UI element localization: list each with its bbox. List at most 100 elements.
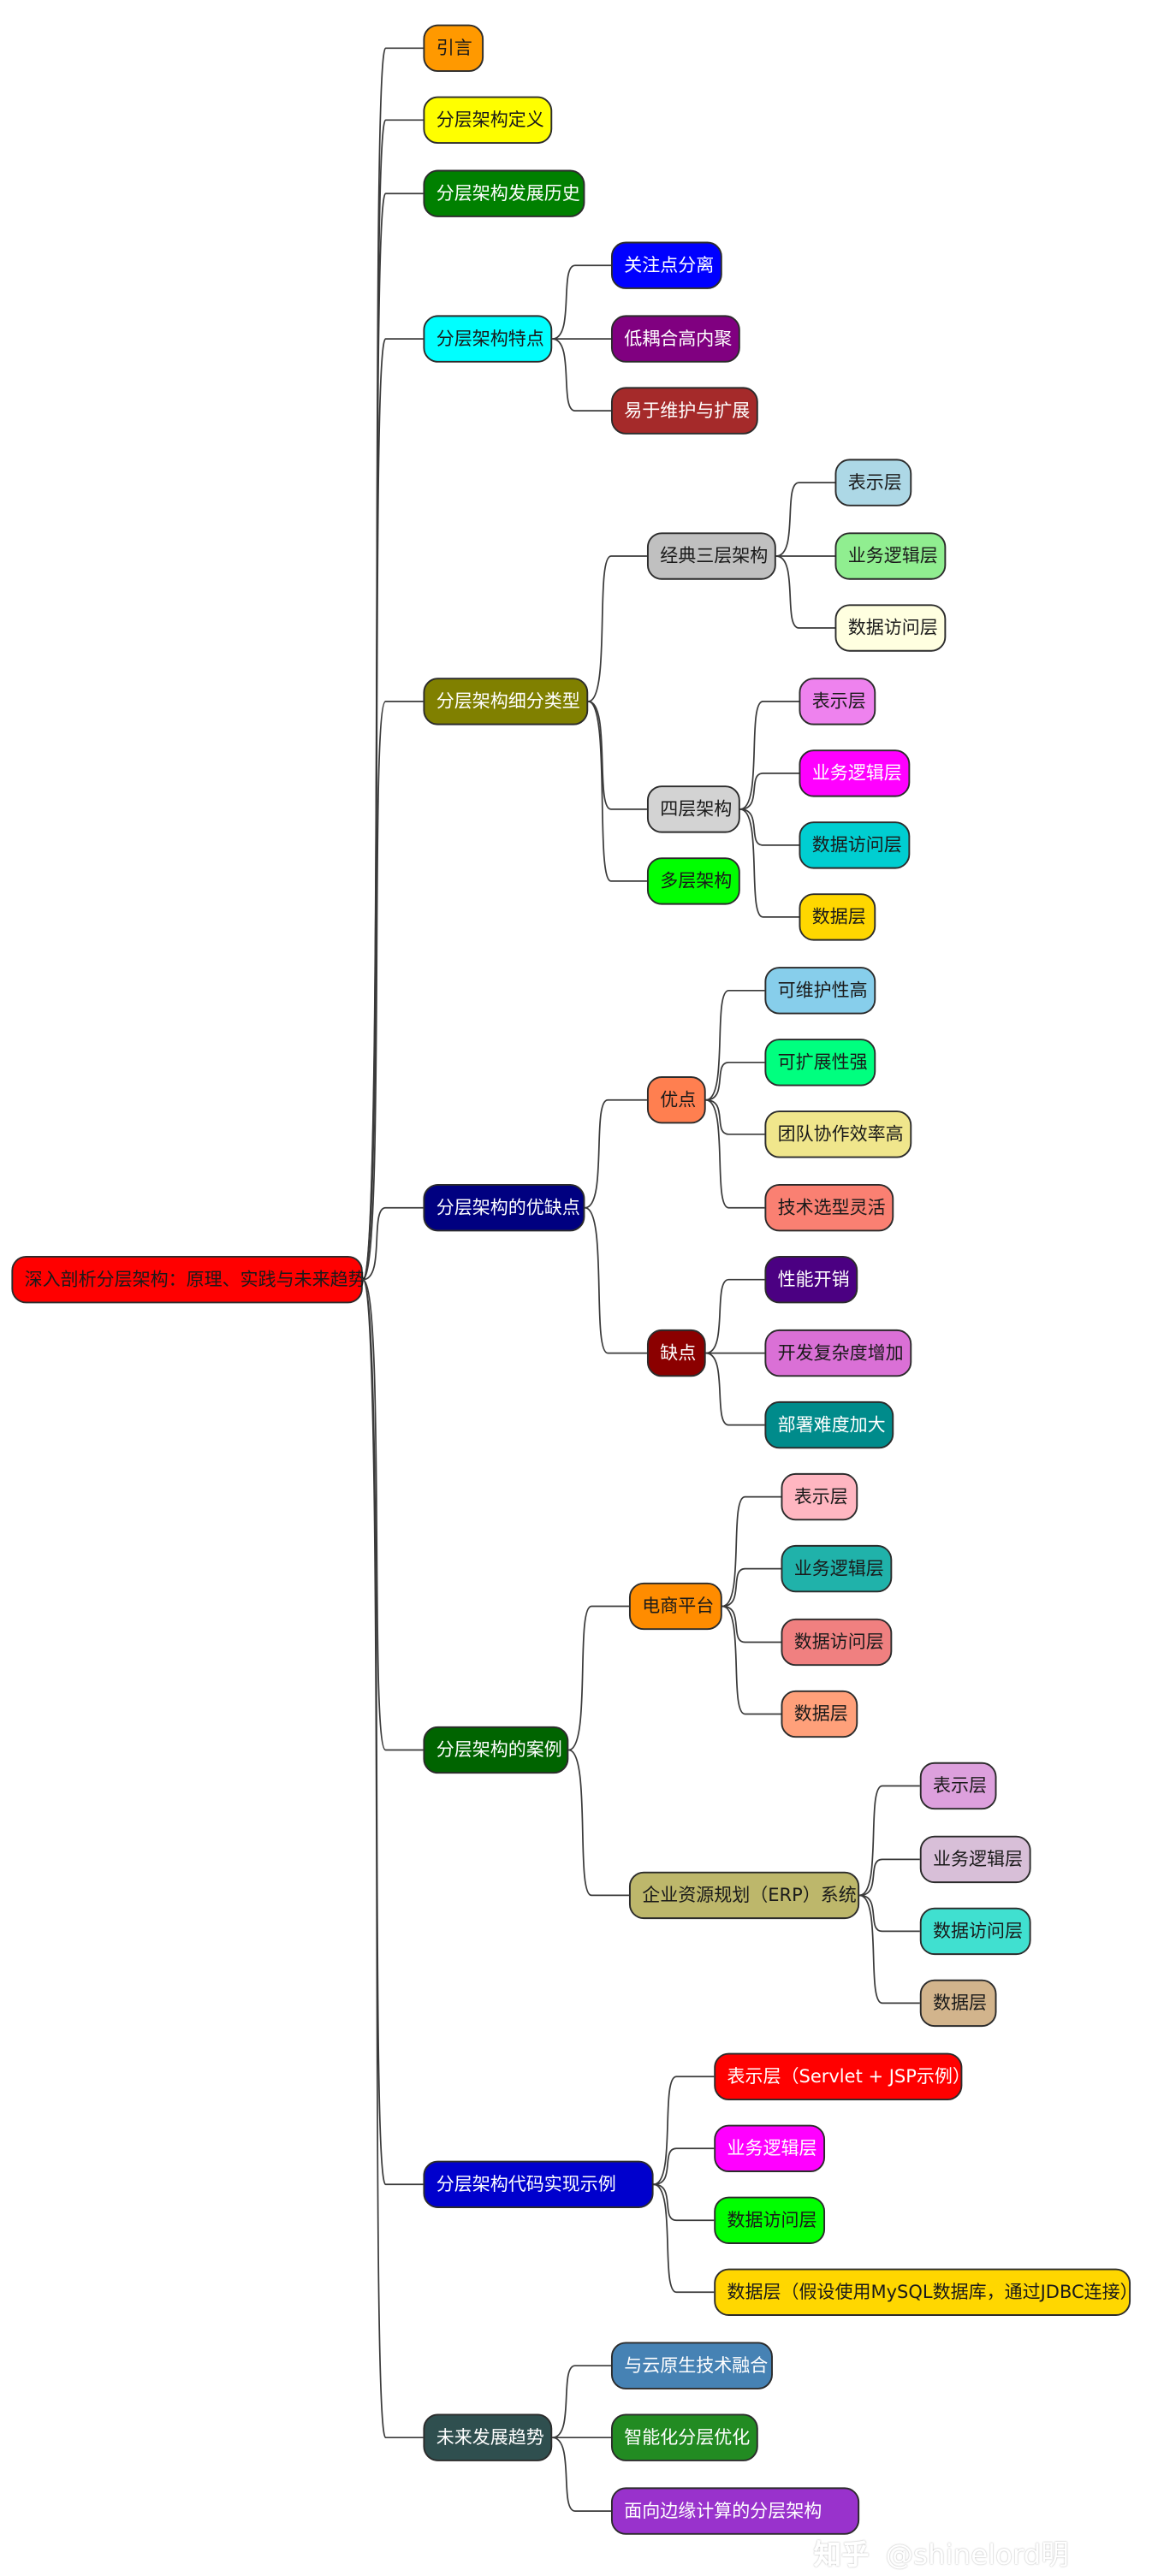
leaf-label: 数据层 (933, 1992, 988, 2014)
leaf-data-layer[interactable]: 数据层 (781, 1690, 858, 1738)
node-label: 优点 (660, 1089, 697, 1111)
connector-line (739, 808, 799, 918)
branch-label: 分层架构的优缺点 (436, 1197, 580, 1219)
node-maintainable[interactable]: 易于维护与扩展 (610, 387, 758, 435)
leaf-data-access[interactable]: 数据访问层 (834, 604, 947, 652)
node-edge-computing[interactable]: 面向边缘计算的分层架构 (610, 2487, 860, 2535)
connector-line (721, 1495, 781, 1608)
node-label: 电商平台 (642, 1596, 715, 1617)
leaf-label: 数据访问层 (793, 1631, 884, 1653)
branch-future[interactable]: 未来发展趋势 (423, 2413, 553, 2461)
node-label: 表示层（Servlet + JSP示例） (727, 2065, 971, 2087)
node-label: 关注点分离 (624, 254, 715, 276)
leaf-dev-complexity[interactable]: 开发复杂度增加 (764, 1329, 912, 1377)
leaf-presentation[interactable]: 表示层 (781, 1472, 858, 1521)
node-code-business[interactable]: 业务逻辑层 (714, 2124, 826, 2172)
connector-line (362, 1278, 424, 2186)
leaf-business-logic[interactable]: 业务逻辑层 (781, 1544, 893, 1593)
node-label: 低耦合高内聚 (624, 328, 733, 350)
node-erp[interactable]: 企业资源规划（ERP）系统 (628, 1871, 860, 1920)
node-label: 与云原生技术融合 (624, 2354, 769, 2377)
connector-line (362, 192, 424, 1281)
node-intelligent[interactable]: 智能化分层优化 (610, 2413, 758, 2461)
branch-label: 分层架构特点 (436, 328, 544, 350)
leaf-label: 数据层 (811, 906, 866, 928)
connector-line (739, 773, 799, 810)
leaf-data-layer[interactable]: 数据层 (799, 893, 876, 941)
node-label: 企业资源规划（ERP）系统 (642, 1884, 857, 1906)
leaf-label: 数据访问层 (847, 617, 938, 639)
node-code-data-layer[interactable]: 数据层（假设使用MySQL数据库，通过JDBC连接） (714, 2268, 1138, 2316)
connector-line (775, 555, 835, 629)
root-label: 深入剖析分层架构：原理、实践与未来趋势 (24, 1269, 366, 1291)
leaf-presentation[interactable]: 表示层 (799, 678, 876, 725)
branch-label: 分层架构细分类型 (436, 690, 580, 713)
node-cons[interactable]: 缺点 (646, 1329, 706, 1377)
node-four-tier[interactable]: 四层架构 (646, 785, 740, 833)
connector-line (653, 2076, 715, 2186)
leaf-label: 数据访问层 (933, 1920, 1024, 1942)
connector-line (705, 1099, 765, 1209)
branch-label: 未来发展趋势 (436, 2426, 544, 2449)
branch-label: 分层架构发展历史 (436, 182, 580, 204)
leaf-label: 团队协作效率高 (777, 1123, 904, 1146)
leaf-label: 业务逻辑层 (847, 545, 938, 567)
leaf-label: 表示层 (793, 1486, 848, 1508)
watermark-author: @shinelord明 (885, 2539, 1069, 2573)
leaf-high-scalability[interactable]: 可扩展性强 (764, 1039, 876, 1087)
branch-code-example[interactable]: 分层架构代码实现示例 (423, 2160, 654, 2208)
connector-line (588, 701, 647, 810)
node-code-data-access[interactable]: 数据访问层 (714, 2196, 826, 2244)
connector-line (585, 1099, 647, 1209)
leaf-business-logic[interactable]: 业务逻辑层 (799, 749, 911, 797)
connector-line (568, 1749, 629, 1897)
leaf-team-efficiency[interactable]: 团队协作效率高 (764, 1110, 912, 1158)
leaf-business-logic[interactable]: 业务逻辑层 (919, 1835, 1031, 1884)
leaf-flexible-tech[interactable]: 技术选型灵活 (764, 1184, 894, 1232)
node-multi-tier[interactable]: 多层架构 (646, 857, 740, 905)
leaf-label: 业务逻辑层 (793, 1558, 884, 1580)
node-pros[interactable]: 优点 (646, 1076, 706, 1124)
connector-line (721, 1605, 781, 1643)
node-ecommerce[interactable]: 电商平台 (628, 1582, 722, 1631)
node-label: 四层架构 (660, 798, 733, 820)
leaf-data-access[interactable]: 数据访问层 (919, 1907, 1031, 1956)
node-label: 智能化分层优化 (624, 2426, 751, 2449)
leaf-business-logic[interactable]: 业务逻辑层 (834, 532, 947, 580)
node-label: 数据访问层 (727, 2209, 817, 2231)
node-label: 缺点 (660, 1342, 697, 1365)
leaf-performance-overhead[interactable]: 性能开销 (764, 1256, 858, 1304)
connector-line (587, 701, 647, 882)
connector-line (653, 2147, 715, 2186)
branch-history[interactable]: 分层架构发展历史 (423, 169, 585, 217)
leaf-presentation[interactable]: 表示层 (919, 1762, 997, 1810)
node-three-tier[interactable]: 经典三层架构 (646, 532, 776, 580)
leaf-label: 表示层 (811, 690, 866, 713)
connector-line (739, 808, 799, 846)
node-label: 多层架构 (660, 870, 733, 892)
branch-pros-cons[interactable]: 分层架构的优缺点 (423, 1184, 585, 1232)
leaf-deploy-difficulty[interactable]: 部署难度加大 (764, 1401, 894, 1449)
leaf-data-layer[interactable]: 数据层 (919, 1979, 997, 2028)
connector-line (552, 264, 611, 340)
leaf-presentation[interactable]: 表示层 (834, 459, 912, 506)
leaf-data-access[interactable]: 数据访问层 (781, 1618, 893, 1667)
node-code-presentation[interactable]: 表示层（Servlet + JSP示例） (714, 2052, 971, 2100)
node-separation-of-concerns[interactable]: 关注点分离 (610, 241, 722, 289)
connector-line (653, 2183, 715, 2294)
node-low-coupling[interactable]: 低耦合高内聚 (610, 315, 740, 363)
branch-definition[interactable]: 分层架构定义 (423, 96, 553, 144)
node-cloud-native[interactable]: 与云原生技术融合 (610, 2342, 773, 2389)
connector-line (552, 2437, 611, 2512)
branch-features[interactable]: 分层架构特点 (423, 315, 553, 363)
connector-line (705, 989, 765, 1101)
branch-types[interactable]: 分层架构细分类型 (423, 678, 589, 725)
branch-intro[interactable]: 引言 (423, 24, 484, 72)
leaf-label: 可扩展性强 (777, 1051, 868, 1074)
leaf-data-access[interactable]: 数据访问层 (799, 821, 911, 869)
leaf-high-maintainability[interactable]: 可维护性高 (764, 967, 876, 1015)
branch-cases[interactable]: 分层架构的案例 (423, 1726, 569, 1774)
root-node[interactable]: 深入剖析分层架构：原理、实践与未来趋势 (11, 1256, 366, 1304)
leaf-label: 数据访问层 (811, 834, 902, 856)
